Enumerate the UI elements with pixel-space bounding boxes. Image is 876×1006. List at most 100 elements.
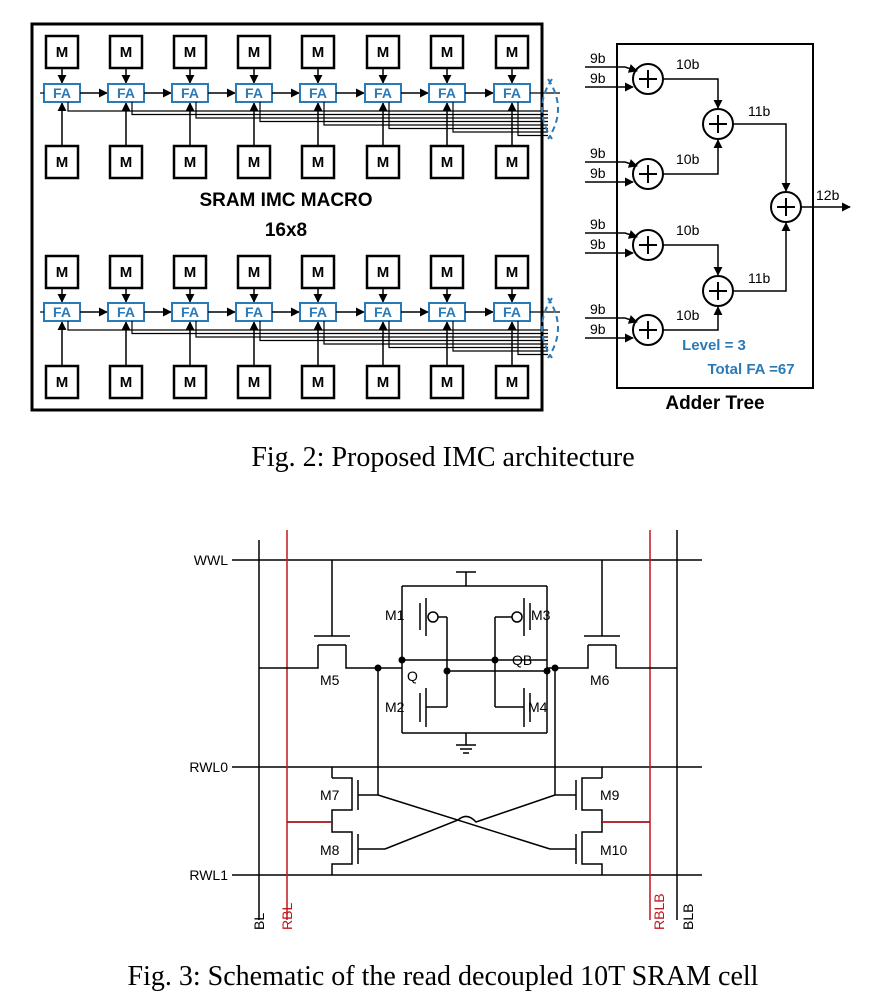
input-width-label: 9b xyxy=(590,301,606,317)
m1-label: M1 xyxy=(385,607,405,623)
level1-width-label: 10b xyxy=(676,307,700,323)
memory-block: M xyxy=(236,364,272,400)
sum-bus-line xyxy=(388,102,548,130)
memory-block: M xyxy=(108,364,144,400)
memory-label: M xyxy=(312,264,325,281)
m9-label: M9 xyxy=(600,787,620,803)
rblb-label: RBLB xyxy=(651,893,667,930)
m4-label: M4 xyxy=(528,699,548,715)
memory-label: M xyxy=(120,154,133,171)
input-width-label: 9b xyxy=(590,50,606,66)
memory-block: M xyxy=(365,144,401,180)
memory-label: M xyxy=(248,44,261,61)
full-adder-block: FA xyxy=(428,83,466,103)
adder-node xyxy=(702,108,734,140)
memory-block: M xyxy=(494,34,530,70)
memory-block: M xyxy=(108,254,144,290)
fa-label: FA xyxy=(309,304,327,320)
fa-label: FA xyxy=(374,304,392,320)
memory-label: M xyxy=(312,374,325,391)
sum-bus-line xyxy=(388,321,548,349)
memory-label: M xyxy=(248,154,261,171)
sum-bus-line xyxy=(452,102,548,133)
fa-label: FA xyxy=(374,85,392,101)
fa-label: FA xyxy=(503,304,521,320)
fa-label: FA xyxy=(117,304,135,320)
memory-label: M xyxy=(377,264,390,281)
memory-block: M xyxy=(494,144,530,180)
memory-block: M xyxy=(429,144,465,180)
memory-label: M xyxy=(506,264,519,281)
memory-label: M xyxy=(120,44,133,61)
memory-label: M xyxy=(312,44,325,61)
memory-label: M xyxy=(56,154,69,171)
memory-label: M xyxy=(120,264,133,281)
fa-label: FA xyxy=(503,85,521,101)
memory-block: M xyxy=(300,144,336,180)
fa-label: FA xyxy=(309,85,327,101)
m3-label: M3 xyxy=(531,607,551,623)
rwl0-label: RWL0 xyxy=(189,759,228,775)
memory-block: M xyxy=(172,34,208,70)
memory-label: M xyxy=(506,154,519,171)
memory-block: M xyxy=(172,254,208,290)
full-adder-block: FA xyxy=(493,83,531,103)
blb-label: BLB xyxy=(680,904,696,930)
memory-block: M xyxy=(172,144,208,180)
memory-label: M xyxy=(441,374,454,391)
fa-label: FA xyxy=(53,304,71,320)
sum-bus-line xyxy=(452,321,548,352)
memory-block: M xyxy=(108,34,144,70)
m7-label: M7 xyxy=(320,787,340,803)
memory-label: M xyxy=(441,154,454,171)
m10-label: M10 xyxy=(600,842,627,858)
sum-bus-line xyxy=(67,102,548,112)
full-adder-block: FA xyxy=(299,302,337,322)
sum-bus-line xyxy=(67,321,548,331)
sum-bus-line xyxy=(517,102,548,137)
memory-block: M xyxy=(236,254,272,290)
memory-block: M xyxy=(236,144,272,180)
memory-label: M xyxy=(248,264,261,281)
memory-label: M xyxy=(56,264,69,281)
fa-label: FA xyxy=(181,304,199,320)
sum-bus-line xyxy=(131,321,548,335)
output-width-label: 12b xyxy=(816,187,840,203)
input-width-label: 9b xyxy=(590,70,606,86)
memory-block: M xyxy=(300,34,336,70)
memory-block: M xyxy=(429,254,465,290)
adder-node xyxy=(632,314,664,346)
memory-block: M xyxy=(172,364,208,400)
full-adder-block: FA xyxy=(107,83,145,103)
sum-bus-line xyxy=(323,321,548,345)
memory-block: M xyxy=(429,364,465,400)
memory-label: M xyxy=(248,374,261,391)
sum-bus-line xyxy=(259,102,548,123)
level1-width-label: 10b xyxy=(676,56,700,72)
q-node-label: Q xyxy=(407,668,418,684)
level-text: Level = 3 xyxy=(682,337,746,354)
full-adder-block: FA xyxy=(107,302,145,322)
memory-block: M xyxy=(44,34,80,70)
full-adder-block: FA xyxy=(364,83,402,103)
qb-node-label: QB xyxy=(512,652,532,668)
full-adder-block: FA xyxy=(493,302,531,322)
fa-label: FA xyxy=(245,85,263,101)
memory-label: M xyxy=(506,374,519,391)
memory-label: M xyxy=(184,44,197,61)
full-adder-block: FA xyxy=(299,83,337,103)
memory-label: M xyxy=(377,44,390,61)
memory-block: M xyxy=(494,254,530,290)
full-adder-block: FA xyxy=(364,302,402,322)
bus-bracket xyxy=(547,297,559,359)
memory-label: M xyxy=(441,44,454,61)
full-adder-block: FA xyxy=(43,302,81,322)
fig3-schematic xyxy=(232,530,702,920)
fig2-caption: Fig. 2: Proposed IMC architecture xyxy=(251,442,634,473)
memory-block: M xyxy=(365,254,401,290)
sum-bus-line xyxy=(195,102,548,119)
memory-label: M xyxy=(506,44,519,61)
input-width-label: 9b xyxy=(590,236,606,252)
adder-node xyxy=(632,229,664,261)
